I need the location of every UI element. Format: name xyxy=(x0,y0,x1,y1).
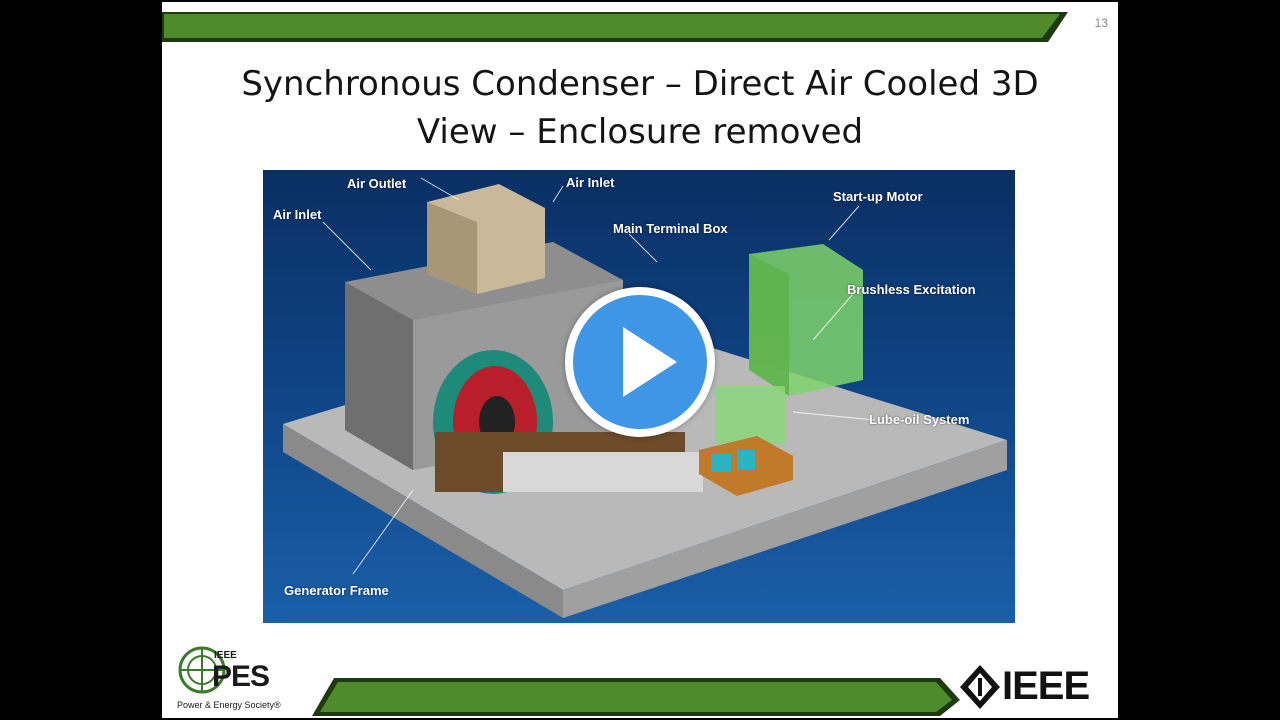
ieee-diamond-icon xyxy=(960,665,1000,709)
label-air-inlet-left: Air Inlet xyxy=(273,207,322,222)
ieee-logo-text: IEEE xyxy=(1002,664,1090,708)
label-generator-frame: Generator Frame xyxy=(284,583,389,598)
play-icon xyxy=(623,327,677,397)
pes-logo-subtitle: Power & Energy Society® xyxy=(177,700,281,710)
label-startup-motor: Start-up Motor xyxy=(833,189,923,204)
pes-logo-ieee-text: IEEE xyxy=(214,650,237,661)
ieee-logo: IEEE xyxy=(958,662,1108,712)
label-air-inlet-center: Air Inlet xyxy=(566,175,615,190)
ieee-pes-logo: IEEE PES Power & Energy Society® xyxy=(172,630,302,716)
slide-title-line-1: Synchronous Condenser – Direct Air Coole… xyxy=(241,64,1039,104)
label-air-outlet: Air Outlet xyxy=(347,176,407,191)
slide-title: Synchronous Condenser – Direct Air Coole… xyxy=(162,60,1118,156)
bottom-footer-band xyxy=(312,678,960,716)
slide-title-line-2: View – Enclosure removed xyxy=(416,112,864,152)
label-lube-oil-system: Lube-oil System xyxy=(869,412,970,427)
label-main-terminal-box: Main Terminal Box xyxy=(613,221,728,236)
slide: 13 Synchronous Condenser – Direct Air Co… xyxy=(162,2,1118,718)
label-brushless-excitation: Brushless Excitation xyxy=(847,282,976,297)
top-header-band xyxy=(162,12,1068,42)
pes-logo-text: PES xyxy=(212,660,270,693)
slide-number: 13 xyxy=(1094,16,1108,30)
pes-globe-icon xyxy=(178,646,226,694)
video-play-button[interactable] xyxy=(565,287,715,437)
